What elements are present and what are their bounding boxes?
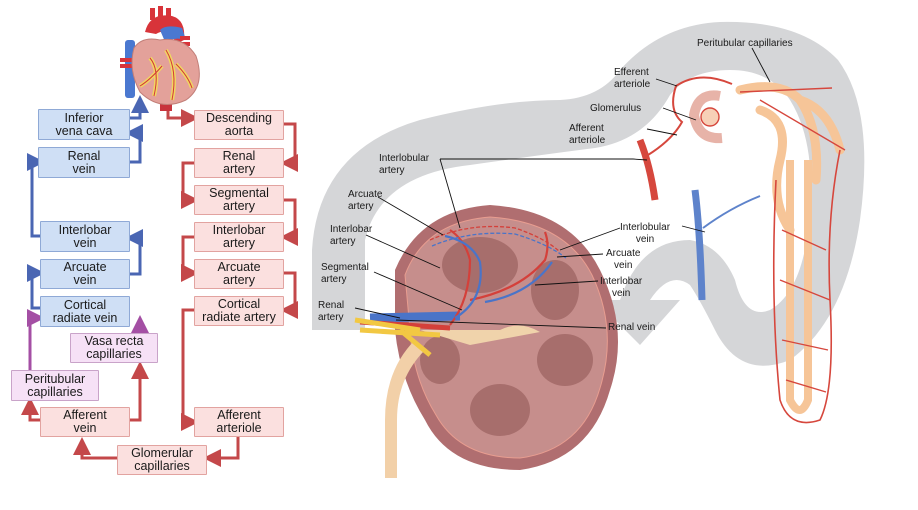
box-label-line: Inferior bbox=[64, 110, 104, 125]
box-label-line: radiate artery bbox=[202, 310, 276, 324]
box-interlobar-vein: Interlobar vein bbox=[40, 221, 130, 252]
label-renal-vein: Renal vein bbox=[608, 322, 656, 333]
box-cortical-radiate-vein: Cortical radiate vein bbox=[40, 296, 130, 327]
box-glomerular-capillaries: Glomerular capillaries bbox=[117, 445, 207, 475]
box-inferior-vena-cava: Inferior vena cava bbox=[38, 109, 130, 140]
box-cortical-radiate-artery: Cortical radiate artery bbox=[194, 296, 284, 326]
box-arcuate-artery: Arcuate artery bbox=[194, 259, 284, 289]
box-label-line: Renal bbox=[67, 148, 101, 163]
box-label-line: arteriole bbox=[216, 421, 262, 435]
box-label-line: Cortical bbox=[63, 297, 107, 312]
box-segmental-artery: Segmental artery bbox=[194, 185, 284, 215]
arrow-heart-to-aorta bbox=[166, 108, 199, 127]
heart-icon bbox=[120, 6, 200, 111]
arrow-interlobar-to-arcuate bbox=[181, 235, 199, 282]
box-label-line: aorta bbox=[224, 124, 254, 138]
box-afferent-vein: Afferent vein bbox=[40, 407, 130, 437]
box-label-line: artery bbox=[223, 273, 255, 287]
box-label-line: vein bbox=[73, 235, 97, 250]
box-label-line: Interlobar bbox=[212, 223, 266, 237]
box-label-line: Arcuate bbox=[63, 260, 107, 274]
box-label-line: Afferent bbox=[63, 408, 107, 422]
label-leader-lines bbox=[354, 47, 771, 329]
arrow-afferent-vein-to-peritubular bbox=[21, 397, 40, 422]
label-peritubular-capillaries: Peritubular capillaries bbox=[697, 38, 793, 49]
box-label-line: capillaries bbox=[134, 459, 190, 473]
box-label-line: Vasa recta bbox=[84, 334, 144, 348]
box-peritubular-capillaries: Peritubular capillaries bbox=[11, 370, 99, 401]
arrow-arcuate-to-interlobar-vein bbox=[125, 229, 143, 276]
nephron-illustration bbox=[636, 76, 846, 424]
arrow-ivc-to-heart bbox=[130, 95, 149, 120]
arrow-afferent-arteriole-to-glomerular bbox=[203, 437, 240, 467]
box-label-line: vena cava bbox=[55, 123, 113, 138]
arrow-aorta-to-renal-artery bbox=[280, 122, 298, 172]
arrow-renal-vein-to-ivc bbox=[125, 124, 143, 164]
box-arcuate-vein: Arcuate vein bbox=[40, 259, 130, 289]
arrow-afferent-vein-to-vasa-recta bbox=[130, 361, 149, 422]
box-label-line: Descending bbox=[205, 111, 272, 125]
box-descending-aorta: Descending aorta bbox=[194, 110, 284, 140]
box-label-line: capillaries bbox=[86, 347, 142, 361]
box-label-line: artery bbox=[223, 199, 255, 213]
label-glomerulus: Glomerulus bbox=[590, 103, 642, 114]
arrow-renal-to-segmental bbox=[181, 161, 199, 209]
box-renal-vein: Renal vein bbox=[38, 147, 130, 178]
arrow-cortical-to-afferent-arteriole bbox=[181, 308, 199, 431]
box-renal-artery: Renal artery bbox=[194, 148, 284, 178]
arrow-segmental-to-interlobar bbox=[280, 198, 298, 246]
box-label-line: vein bbox=[72, 161, 96, 176]
arrow-peritubular-to-cortical-vein bbox=[27, 309, 45, 372]
box-label-line: Cortical bbox=[217, 297, 261, 311]
box-label-line: radiate vein bbox=[52, 310, 118, 325]
box-label-line: vein bbox=[73, 421, 97, 435]
arrow-cortical-to-arcuate-vein bbox=[27, 264, 45, 310]
box-label-line: Interlobar bbox=[58, 222, 112, 237]
box-afferent-arteriole: Afferent arteriole bbox=[194, 407, 284, 437]
arrow-glomerular-to-afferent-vein bbox=[73, 437, 120, 460]
box-label-line: artery bbox=[223, 236, 255, 250]
kidney-illustration bbox=[354, 205, 618, 478]
blood-flow-band bbox=[312, 21, 865, 366]
box-label-line: Peritubular bbox=[24, 371, 86, 386]
box-label-line: Segmental bbox=[209, 186, 269, 200]
box-label-line: Glomerular bbox=[131, 446, 193, 460]
box-label-line: capillaries bbox=[27, 384, 83, 399]
box-label-line: artery bbox=[223, 162, 255, 176]
box-interlobar-artery: Interlobar artery bbox=[194, 222, 284, 252]
arrow-arcuate-to-cortical bbox=[280, 271, 298, 319]
box-label-line: Renal bbox=[222, 149, 256, 163]
box-vasa-recta-capillaries: Vasa recta capillaries bbox=[70, 333, 158, 363]
arrow-interlobar-to-renal-vein bbox=[27, 153, 45, 238]
box-label-line: Afferent bbox=[217, 408, 261, 422]
box-label-line: Arcuate bbox=[217, 260, 261, 274]
box-label-line: vein bbox=[73, 273, 97, 287]
